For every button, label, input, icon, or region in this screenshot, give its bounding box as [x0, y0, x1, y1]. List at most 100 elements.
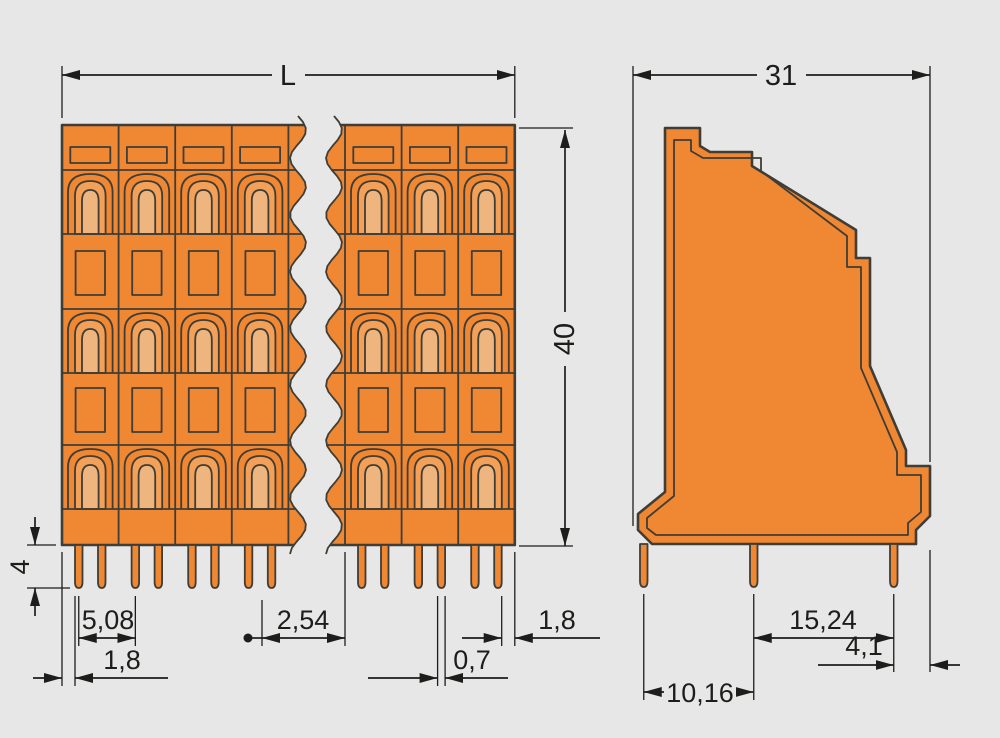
clamp-outer: [180, 173, 227, 234]
funnel-window: [187, 250, 220, 296]
solder-pin: [243, 544, 254, 589]
clamp-opening: [364, 328, 383, 374]
clamp-opening: [137, 464, 157, 510]
dimension-half-pitch-2-54: 2,54: [243, 552, 346, 646]
top-slot: [408, 146, 451, 164]
clamp-opening: [420, 328, 440, 374]
top-slot: [126, 146, 168, 164]
clamp-outer: [123, 312, 171, 373]
dimension-left-edge-1-8: 1,8: [33, 552, 168, 686]
dimension-height-40: 40: [519, 127, 581, 547]
clamp-outer: [350, 448, 397, 509]
clamp-outer: [123, 448, 171, 509]
solder-pin: [889, 543, 899, 588]
pole-column: [350, 146, 397, 589]
funnel-window: [357, 250, 389, 296]
funnel-window: [414, 250, 446, 296]
dimension-label-pin-length: 4: [5, 559, 35, 574]
clamp-outer: [463, 312, 510, 373]
solder-pin: [413, 544, 423, 589]
front-view: [60, 115, 517, 589]
clamp-outer: [236, 312, 284, 373]
dimension-pin-to-edge-4-1: 4,1: [818, 550, 960, 672]
solder-pin: [210, 544, 220, 589]
funnel-window: [244, 250, 276, 296]
solder-pin: [493, 544, 503, 589]
dimension-pin-width-0-7: 0,7: [368, 596, 508, 686]
funnel-window: [357, 387, 389, 433]
clamp-outer: [67, 312, 114, 373]
top-slot: [239, 146, 282, 164]
clamp-outer: [406, 448, 454, 509]
clamp-opening: [137, 189, 157, 235]
break-line-right: [325, 115, 343, 555]
clamp-opening: [194, 328, 213, 374]
solder-pin: [749, 543, 759, 588]
solder-pin: [74, 544, 84, 589]
clamp-outer: [180, 448, 227, 509]
funnel-window: [74, 387, 106, 433]
funnel-window: [470, 387, 503, 433]
top-slot: [352, 146, 395, 164]
dimension-label-pin-width: 0,7: [453, 645, 491, 675]
funnel-window: [414, 387, 446, 433]
dimension-label-pin-span-left: 10,16: [666, 678, 734, 708]
clamp-opening: [477, 464, 496, 510]
top-slot: [465, 146, 508, 164]
clamp-opening: [250, 189, 270, 235]
pole-column: [180, 146, 227, 589]
pole-column: [236, 146, 284, 589]
side-inner-contour: [646, 139, 922, 536]
dimension-label-right-edge: 1,8: [538, 605, 576, 635]
clamp-opening: [137, 328, 157, 374]
clamp-outer: [236, 173, 284, 234]
solder-pin: [266, 544, 277, 589]
funnel-window: [187, 387, 220, 433]
clamp-outer: [236, 448, 284, 509]
top-slot: [69, 146, 112, 164]
dimension-label-depth: 31: [765, 60, 797, 92]
dimension-right-edge-1-8: 1,8: [462, 552, 600, 646]
clamp-opening: [81, 464, 100, 510]
clamp-outer: [67, 448, 114, 509]
funnel-window: [131, 250, 163, 296]
solder-pin: [470, 544, 480, 589]
top-slot: [182, 146, 225, 164]
pole-columns: [62, 115, 515, 589]
solder-pin: [130, 544, 140, 589]
dimension-depth-31: 31: [632, 60, 931, 526]
clamp-opening: [194, 189, 213, 235]
clamp-outer: [67, 173, 114, 234]
pole-column: [67, 146, 114, 589]
clamp-opening: [420, 189, 440, 235]
pole-column: [463, 146, 510, 589]
dimensions: L 31 40 4 5,08: [5, 60, 960, 708]
solder-pin: [357, 544, 367, 589]
clamp-opening: [364, 189, 383, 235]
clamp-outer: [406, 173, 454, 234]
clamp-outer: [180, 312, 227, 373]
dimension-label-length: L: [280, 60, 296, 92]
clamp-outer: [463, 448, 510, 509]
solder-pin: [153, 544, 163, 589]
pole-column: [123, 146, 171, 589]
dimension-label-pin-to-edge: 4,1: [845, 631, 883, 661]
solder-pin: [187, 544, 197, 589]
clamp-outer: [463, 173, 510, 234]
pole-column: [406, 146, 454, 589]
side-view: [636, 126, 932, 588]
funnel-window: [131, 387, 163, 433]
dimension-pitch-5-08: 5,08: [78, 596, 137, 646]
solder-pin: [436, 544, 446, 589]
solder-pin: [97, 544, 107, 589]
dimension-length-L: L: [61, 60, 516, 118]
dimension-pin-span-right-15-24: 15,24: [753, 594, 895, 672]
clamp-outer: [350, 173, 397, 234]
clamp-opening: [477, 189, 496, 235]
funnel-window: [244, 387, 276, 433]
funnel-window: [470, 250, 503, 296]
clamp-outer: [350, 312, 397, 373]
clamp-opening: [250, 328, 270, 374]
solder-pin: [639, 543, 649, 588]
